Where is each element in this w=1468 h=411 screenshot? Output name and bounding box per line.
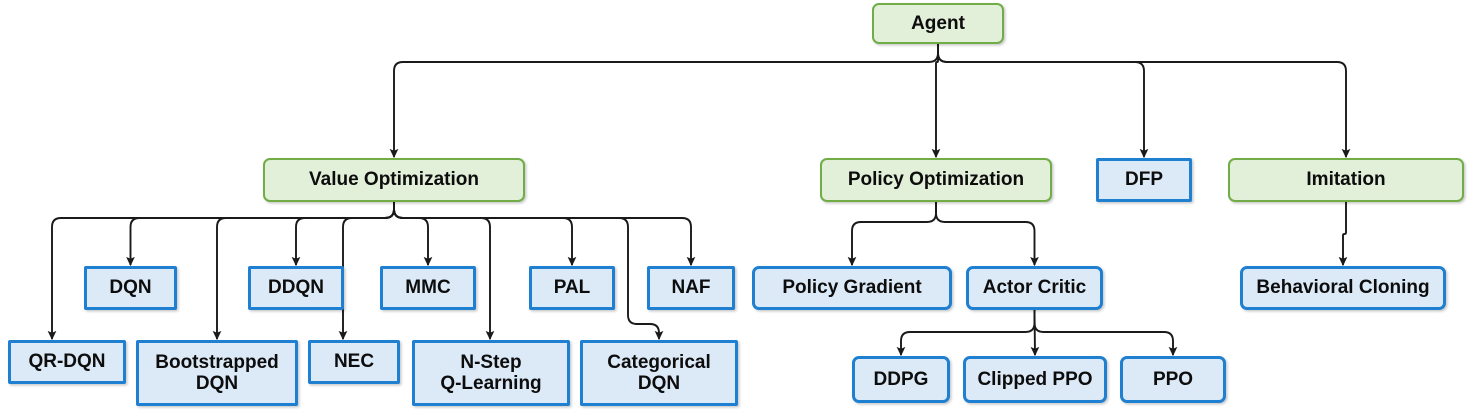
node-categorical_dqn[interactable]: Categorical DQN xyxy=(580,340,738,406)
node-policy_optimization[interactable]: Policy Optimization xyxy=(820,158,1052,202)
node-agent[interactable]: Agent xyxy=(872,3,1004,44)
connector xyxy=(393,202,577,267)
connector xyxy=(896,310,1036,357)
node-policy_gradient[interactable]: Policy Gradient xyxy=(752,266,952,310)
node-ddqn[interactable]: DDQN xyxy=(248,266,344,310)
connector xyxy=(931,44,941,159)
node-mmc[interactable]: MMC xyxy=(380,266,476,310)
connector xyxy=(291,202,395,267)
connector xyxy=(393,202,696,267)
node-pal[interactable]: PAL xyxy=(529,266,615,310)
connector xyxy=(937,44,1351,159)
connector xyxy=(1033,310,1178,357)
node-dqn[interactable]: DQN xyxy=(84,266,177,310)
node-ppo[interactable]: PPO xyxy=(1120,356,1226,403)
node-n_step_q[interactable]: N-Step Q-Learning xyxy=(412,340,570,406)
node-ddpg[interactable]: DDPG xyxy=(852,356,950,403)
node-clipped_ppo[interactable]: Clipped PPO xyxy=(963,356,1107,403)
node-qr_dqn[interactable]: QR-DQN xyxy=(8,340,126,384)
node-dfp[interactable]: DFP xyxy=(1096,158,1192,202)
connector xyxy=(847,202,937,267)
connector xyxy=(126,202,395,267)
connector xyxy=(937,44,1149,159)
connector xyxy=(1338,202,1348,267)
node-value_optimization[interactable]: Value Optimization xyxy=(263,158,525,202)
connector xyxy=(935,202,1039,267)
node-nec[interactable]: NEC xyxy=(308,340,400,384)
node-bootstrapped_dqn[interactable]: Bootstrapped DQN xyxy=(136,340,298,406)
node-actor_critic[interactable]: Actor Critic xyxy=(966,266,1103,310)
connector xyxy=(389,44,939,159)
connector xyxy=(393,202,433,267)
node-naf[interactable]: NAF xyxy=(647,266,735,310)
node-behavioral_cloning[interactable]: Behavioral Cloning xyxy=(1240,266,1446,310)
node-imitation[interactable]: Imitation xyxy=(1228,158,1464,202)
connector xyxy=(1030,309,1040,357)
